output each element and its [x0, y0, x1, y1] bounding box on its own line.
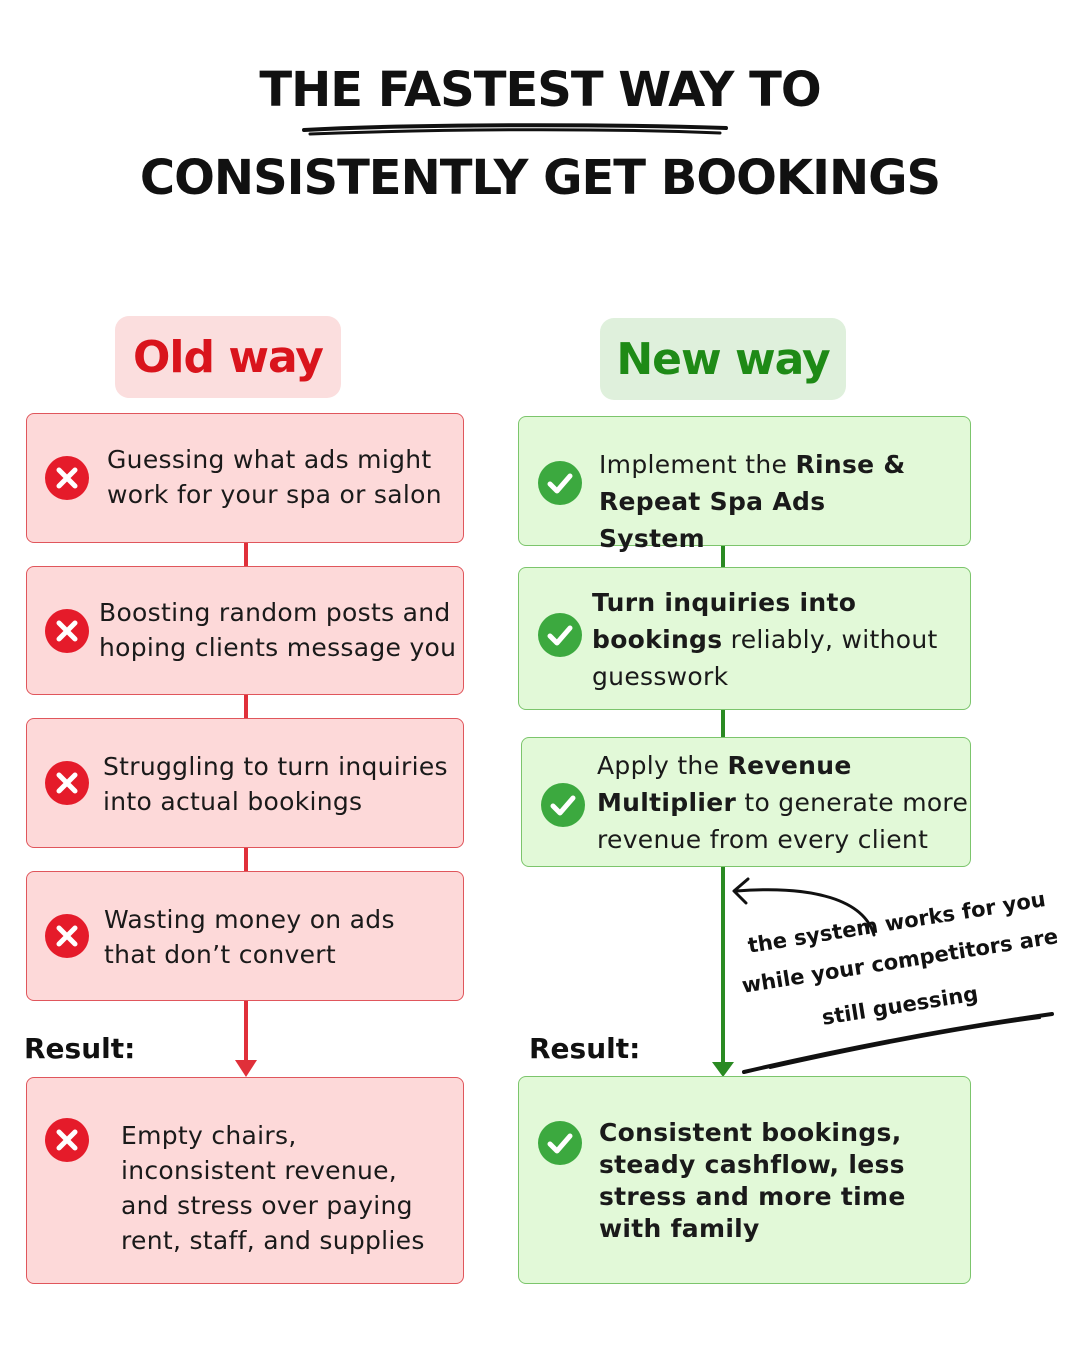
x-circle-icon: [45, 609, 89, 653]
new-arrow-head: [712, 1062, 734, 1077]
title-line-1: THE FASTEST WAY TO: [259, 62, 821, 118]
check-circle-icon: [538, 1121, 582, 1165]
old-result-text: Empty chairs, inconsistent revenue, and …: [121, 1121, 425, 1255]
old-way-label: Old way: [115, 316, 341, 398]
annotation-arrow: [732, 877, 876, 937]
new-item-text: Implement the Rinse & Repeat Spa Ads Sys…: [599, 450, 906, 553]
new-connector: [721, 710, 725, 738]
old-item-1: Guessing what ads might work for your sp…: [26, 413, 464, 543]
old-item-text: Boosting random posts and hoping clients…: [99, 598, 457, 662]
new-item-2: Turn inquiries into bookings reliably, w…: [518, 567, 971, 710]
x-circle-icon: [45, 914, 89, 958]
x-circle-icon: [45, 456, 89, 500]
new-result: Consistent bookings, steady cashflow, le…: [518, 1076, 971, 1284]
old-item-4: Wasting money on ads that don’t convert: [26, 871, 464, 1001]
old-item-3: Struggling to turn inquiries into actual…: [26, 718, 464, 848]
old-connector: [244, 848, 248, 872]
new-way-label: New way: [600, 318, 846, 400]
old-result: Empty chairs, inconsistent revenue, and …: [26, 1077, 464, 1284]
x-circle-icon: [45, 761, 89, 805]
old-connector: [244, 543, 248, 567]
new-result-connector: [721, 867, 725, 1065]
new-item-text: Turn inquiries into bookings reliably, w…: [592, 588, 938, 691]
title-line-2: CONSISTENTLY GET BOOKINGS: [139, 150, 941, 206]
new-connector: [721, 546, 725, 568]
old-result-connector: [244, 1000, 248, 1062]
new-result-label: Result:: [529, 1032, 641, 1065]
old-result-label: Result:: [24, 1032, 136, 1065]
old-arrow-head: [235, 1060, 257, 1077]
old-item-text: Guessing what ads might work for your sp…: [107, 445, 442, 509]
check-circle-icon: [538, 613, 582, 657]
old-item-text: Struggling to turn inquiries into actual…: [103, 752, 448, 816]
title-underline-scribble: [302, 123, 728, 136]
check-circle-icon: [541, 783, 585, 827]
old-item-text: Wasting money on ads that don’t convert: [104, 905, 395, 969]
x-circle-icon: [45, 1118, 89, 1162]
new-result-text: Consistent bookings, steady cashflow, le…: [599, 1118, 906, 1243]
old-connector: [244, 695, 248, 719]
old-item-2: Boosting random posts and hoping clients…: [26, 566, 464, 695]
new-item-1: Implement the Rinse & Repeat Spa Ads Sys…: [518, 416, 971, 553]
check-circle-icon: [538, 461, 582, 505]
new-item-text: Apply the Revenue Multiplier to generate…: [597, 751, 969, 854]
new-item-3: Apply the Revenue Multiplier to generate…: [521, 737, 971, 867]
annotation-underline-scribble: [742, 1012, 1054, 1074]
